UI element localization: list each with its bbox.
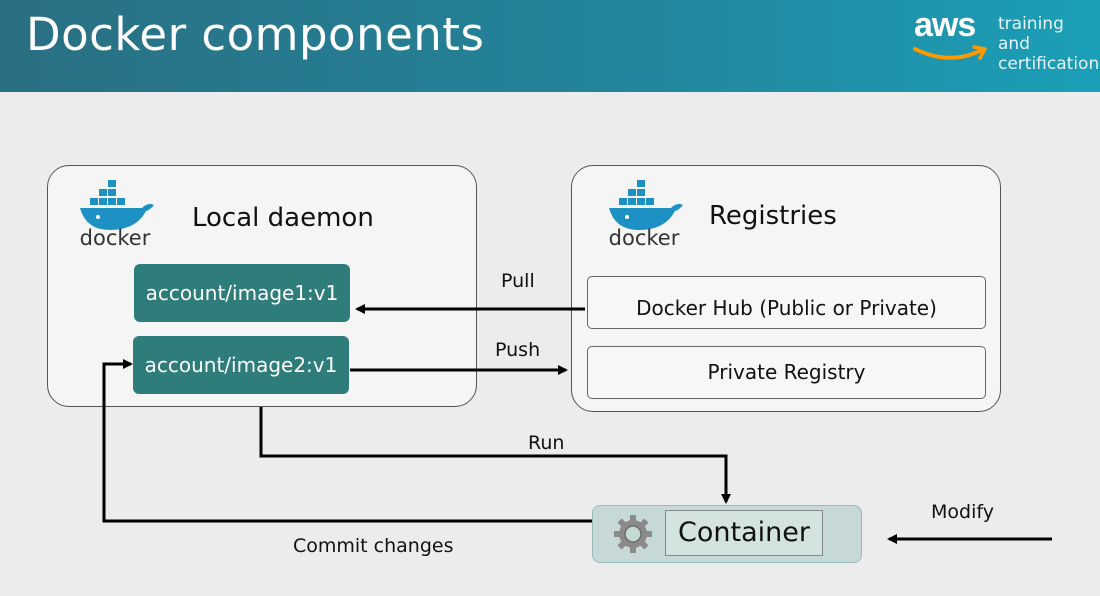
docker-hub-box[interactable]: Docker Hub (Public or Private) <box>587 276 986 329</box>
push-label: Push <box>495 339 541 361</box>
aws-smile-icon <box>913 45 987 60</box>
commit-arrow <box>102 359 592 523</box>
aws-subtitle-line2: certification <box>998 54 1100 74</box>
modify-label: Modify <box>931 501 994 523</box>
run-arrow <box>259 407 731 504</box>
registries-title: Registries <box>709 201 837 231</box>
run-label: Run <box>528 432 565 454</box>
docker-logo-registries-text: docker <box>609 226 680 248</box>
local-daemon-title: Local daemon <box>192 203 374 233</box>
aws-subtitle: training and certification <box>998 14 1100 74</box>
aws-logo-text: aws <box>914 6 976 44</box>
gear-icon <box>614 515 652 553</box>
private-registry-box[interactable]: Private Registry <box>587 346 986 399</box>
docker-logo-registries: docker <box>609 180 683 248</box>
commit-label: Commit changes <box>293 535 454 557</box>
docker-logo-local-text: docker <box>80 226 151 248</box>
image2-box[interactable]: account/image2:v1 <box>133 336 349 394</box>
image1-box[interactable]: account/image1:v1 <box>134 264 350 322</box>
pull-label: Pull <box>501 270 535 292</box>
container-label: Container <box>665 510 823 556</box>
slide-header: Docker components aws training and certi… <box>0 0 1100 92</box>
docker-logo-local: docker <box>80 180 154 248</box>
container-node[interactable]: Container <box>592 505 862 563</box>
aws-subtitle-line1: training and <box>998 14 1064 54</box>
slide-title: Docker components <box>26 8 485 61</box>
